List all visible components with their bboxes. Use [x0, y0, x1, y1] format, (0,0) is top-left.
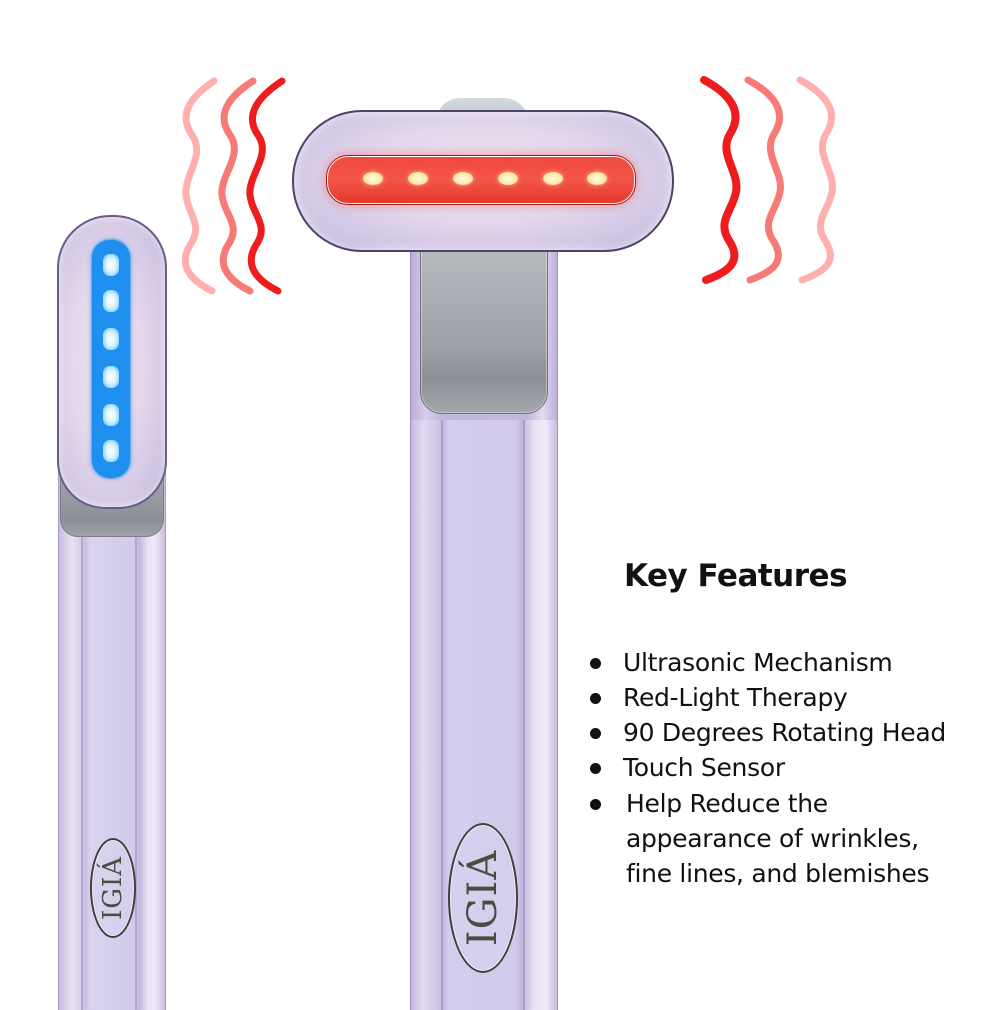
bullet-icon [590, 658, 601, 669]
feature-label: appearance of wrinkles, [626, 824, 919, 853]
left-wand-groove [81, 530, 83, 1010]
blue-led-strip [92, 240, 130, 478]
feature-label: Ultrasonic Mechanism [623, 648, 893, 677]
feature-label: Red-Light Therapy [623, 683, 848, 712]
red-led-icon [543, 172, 563, 185]
red-led-icon [453, 172, 473, 185]
blue-led-icon [103, 404, 119, 426]
feature-label: Help Reduce the [626, 789, 828, 818]
feature-label: Touch Sensor [623, 753, 785, 782]
red-led-icon [587, 172, 607, 185]
bullet-icon [590, 693, 601, 704]
brand-logo-text: IGIÁ [460, 849, 507, 947]
brand-logo-left: IGIÁ [90, 838, 136, 938]
blue-led-icon [103, 254, 119, 276]
vibration-waves-left-icon [181, 77, 286, 295]
red-led-icon [363, 172, 383, 185]
red-led-icon [408, 172, 428, 185]
blue-led-icon [103, 366, 119, 388]
brand-logo-right: IGIÁ [448, 823, 518, 973]
bullet-icon [590, 799, 601, 810]
right-wand-metal-collar [420, 250, 548, 414]
blue-led-icon [103, 328, 119, 350]
red-led-icon [498, 172, 518, 185]
brand-logo-text: IGIÁ [98, 855, 128, 921]
vibration-waves-right-icon [700, 76, 836, 284]
red-led-strip [326, 155, 636, 205]
feature-label: 90 Degrees Rotating Head [623, 718, 946, 747]
right-wand-groove [523, 410, 525, 1010]
features-title: Key Features [624, 558, 848, 594]
blue-led-icon [103, 440, 119, 462]
left-wand-groove [135, 530, 137, 1010]
bullet-icon [590, 763, 601, 774]
blue-led-icon [103, 290, 119, 312]
bullet-icon [590, 728, 601, 739]
right-wand-groove [441, 410, 443, 1010]
feature-label: fine lines, and blemishes [626, 859, 930, 888]
